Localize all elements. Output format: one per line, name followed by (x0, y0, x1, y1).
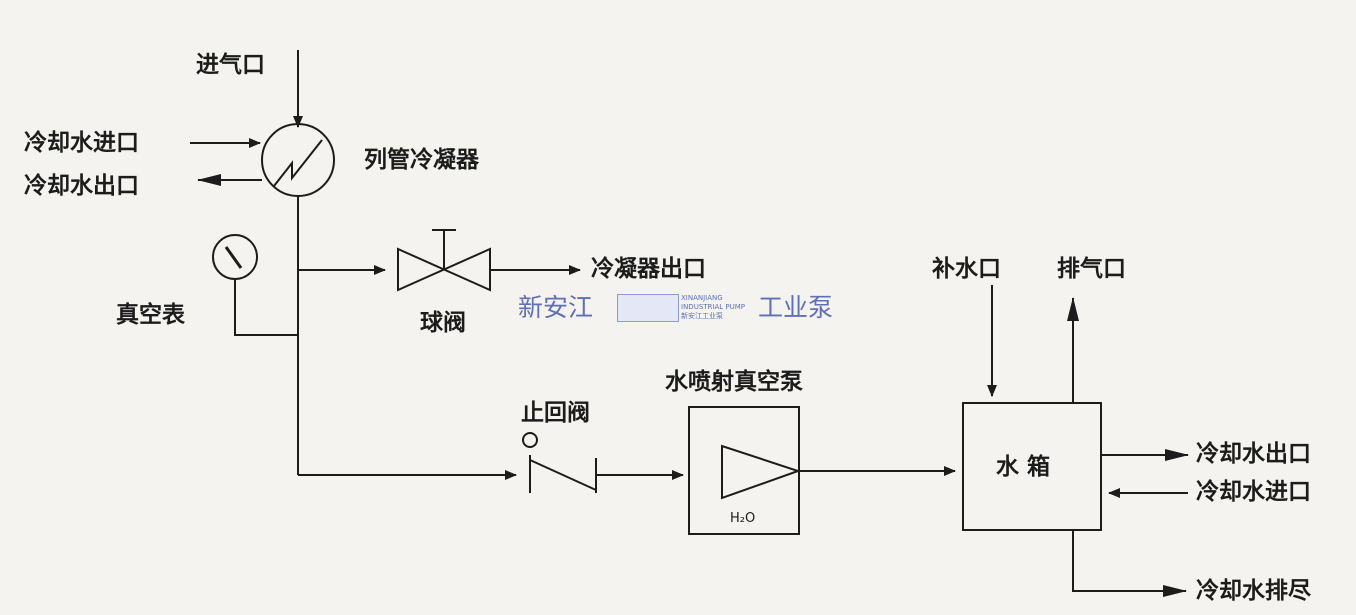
jet-pump-nozzle (721, 444, 802, 500)
watermark-logo: XINANJIANG INDUSTRIAL PUMP 新安江工业泵 (617, 292, 745, 322)
label-water-tank: 水 箱 (996, 454, 1051, 480)
watermark-right-text: 工业泵 (758, 293, 834, 322)
condenser-coil (273, 139, 323, 187)
label-vacuum-gauge: 真空表 (116, 302, 185, 328)
label-makeup-inlet: 补水口 (932, 256, 1001, 282)
label-ball-valve: 球阀 (420, 310, 466, 336)
label-exhaust: 排气口 (1057, 256, 1126, 282)
vacuum-gauge-needle (224, 246, 243, 269)
drain-pipe (1072, 530, 1187, 597)
vacuum-gauge-line (234, 279, 298, 336)
vacuum-gauge-symbol (212, 234, 258, 280)
label-condenser-outlet: 冷凝器出口 (591, 256, 706, 282)
label-jet-pump: 水喷射真空泵 (665, 369, 803, 395)
logo-line3: 新安江工业泵 (681, 312, 723, 320)
ball-valve-symbol (397, 247, 491, 292)
watermark-left-text: 新安江 (518, 293, 594, 322)
check-valve-ring (522, 432, 538, 448)
logo-line2: INDUSTRIAL PUMP (681, 303, 745, 311)
water-tank-box (962, 402, 1102, 531)
label-inlet: 进气口 (196, 52, 265, 78)
label-cooling-in-right: 冷却水进口 (1196, 479, 1311, 505)
label-drain: 冷却水排尽 (1196, 578, 1311, 604)
label-check-valve: 止回阀 (521, 400, 590, 426)
logo-line1: XINANJIANG (681, 294, 723, 302)
label-condenser: 列管冷凝器 (364, 147, 479, 173)
label-cooling-out-left: 冷却水出口 (24, 173, 139, 199)
check-valve-symbol (529, 455, 597, 493)
condenser-symbol (261, 123, 335, 197)
label-cooling-out-right: 冷却水出口 (1196, 441, 1311, 467)
label-h2o: H₂O (730, 511, 756, 526)
watermark-pump-icon (617, 294, 679, 322)
label-cooling-in-left: 冷却水进口 (24, 130, 139, 156)
